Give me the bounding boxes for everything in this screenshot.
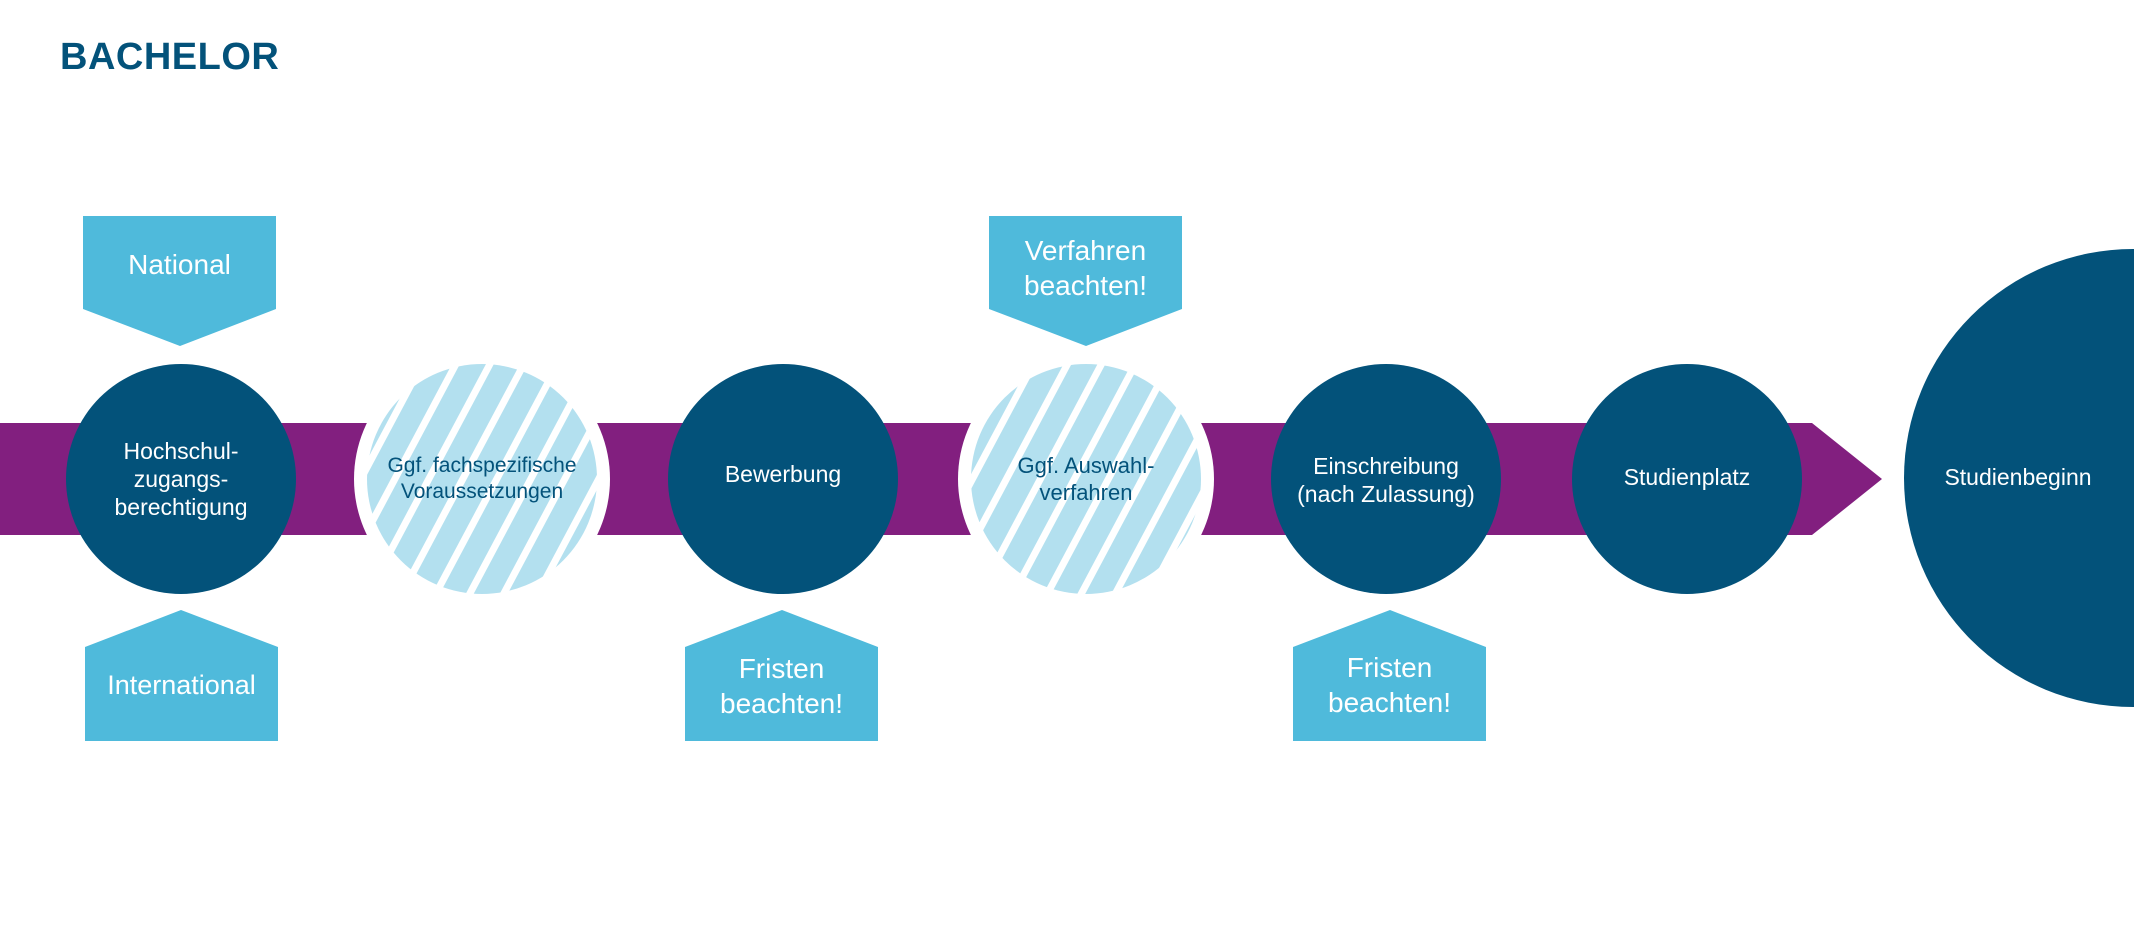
step-circle-fachspezifische xyxy=(367,364,597,594)
step-circle-hochschulzugangsberechtigung xyxy=(66,364,296,594)
callout-verfahren-label: Verfahren beachten! xyxy=(1024,235,1147,301)
callout-national-label: National xyxy=(128,248,231,280)
callout-international-shape xyxy=(85,610,278,741)
step-label-einschreibung: Einschreibung (nach Zulassung) xyxy=(1297,452,1475,507)
step-label-hochschulzugangsberechtigung: Hochschul- zugangs- berechtigung xyxy=(114,437,248,521)
step-circle-auswahlverfahren xyxy=(971,364,1201,594)
step-label-studienplatz: Studienplatz xyxy=(1623,463,1751,490)
callout-bewerbung-fristen-shape xyxy=(685,610,878,741)
step-label-bewerbung: Bewerbung xyxy=(724,460,842,487)
page-title: BACHELOR xyxy=(60,36,280,78)
final-circle-studienbeginn xyxy=(1904,249,2134,707)
step-label-fachspezifische: Ggf. fachspezifische Voraussetzungen xyxy=(387,454,577,503)
callout-verfahren-shape xyxy=(989,216,1182,346)
step-circle-bewerbung xyxy=(668,364,898,594)
callout-einschreibung-fristen-label: Fristen beachten! xyxy=(1328,652,1451,718)
step-circle-studienplatz xyxy=(1572,364,1802,594)
final-label-studienbeginn: Studienbeginn xyxy=(1944,463,2092,490)
step-circle-einschreibung xyxy=(1271,364,1501,594)
callout-einschreibung-fristen-shape xyxy=(1293,610,1486,741)
callout-bewerbung-fristen-label: Fristen beachten! xyxy=(720,653,843,719)
callout-international-label: International xyxy=(107,670,256,701)
callout-national-shape xyxy=(83,216,276,346)
step-label-auswahlverfahren: Ggf. Auswahl- verfahren xyxy=(1017,453,1155,505)
